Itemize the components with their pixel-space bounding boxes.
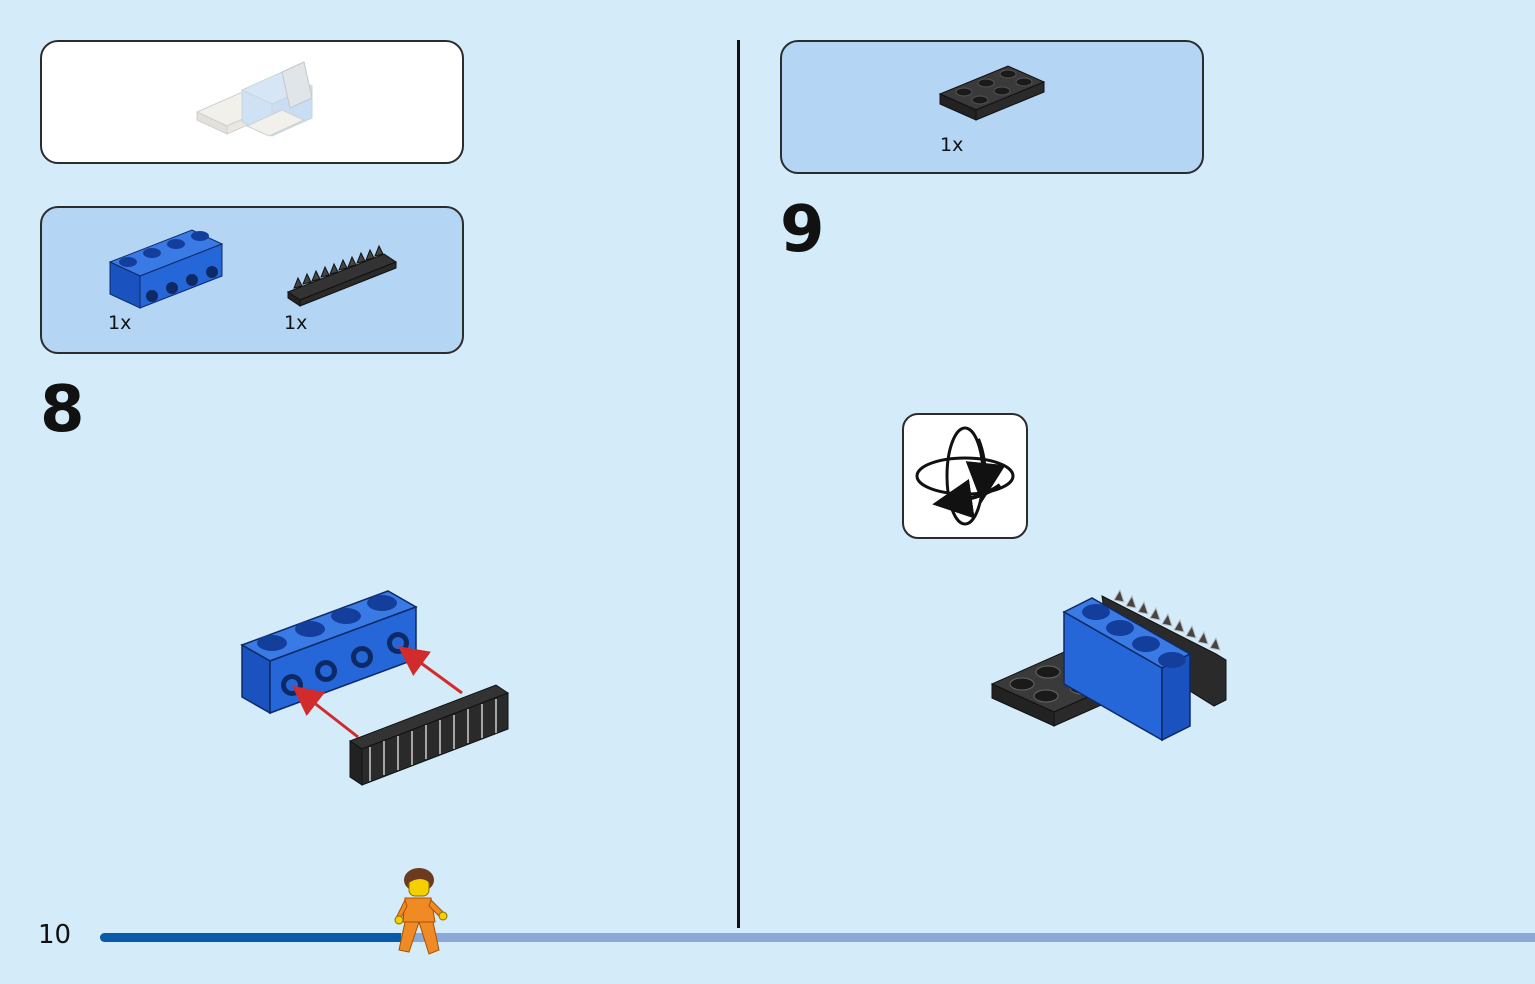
step-9-number: 9 [780,193,825,267]
step-8-part-1-quantity: 1x [108,312,132,334]
step-8-parts-panel: 1x 1x [40,206,464,354]
rotate-model-icon [915,426,1015,526]
black-plate-2x3-part-icon [938,65,1046,121]
black-rack-gear-part-icon [286,244,398,307]
step-8-part-2-quantity: 1x [284,312,308,334]
page-number: 10 [38,920,72,950]
step-8-number: 8 [40,373,85,447]
step-8-assembly-illustration [240,590,510,786]
rotate-model-callout [902,413,1028,539]
subassembly-preview-image [195,61,314,137]
page-divider [737,40,740,928]
progress-bar-fill [100,933,402,942]
progress-bar [100,933,1535,942]
step-9-parts-panel: 1x [780,40,1204,174]
step-9-assembly-illustration [990,588,1227,742]
minifigure-icon [394,868,448,955]
step-9-part-1-quantity: 1x [940,134,964,156]
subassembly-reference-panel [40,40,464,164]
blue-brick-1x4-part-icon [108,229,224,309]
